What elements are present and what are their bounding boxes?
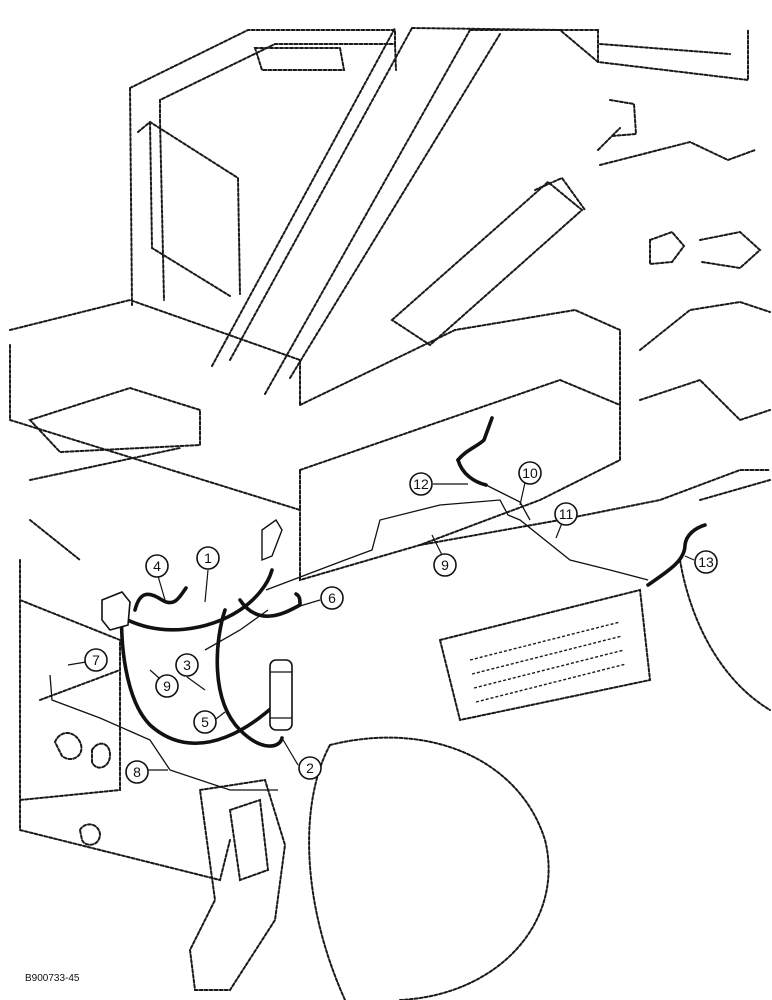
callout-label: 13 xyxy=(698,554,714,570)
accumulator xyxy=(269,659,293,731)
callout-1: 1 xyxy=(196,546,220,570)
callout-label: 3 xyxy=(183,657,191,673)
callout-2: 2 xyxy=(298,756,322,780)
callout-12: 12 xyxy=(409,472,433,496)
callout-6: 6 xyxy=(320,586,344,610)
callout-7: 7 xyxy=(84,648,108,672)
machine-outline xyxy=(9,27,771,1000)
callout-label: 5 xyxy=(201,714,209,730)
callout-9b: 9 xyxy=(433,553,457,577)
callout-label: 4 xyxy=(153,558,161,574)
callout-13: 13 xyxy=(694,550,718,574)
callout-9a: 9 xyxy=(155,674,179,698)
valve-block xyxy=(101,518,283,631)
callout-label: 8 xyxy=(133,764,141,780)
callout-label: 12 xyxy=(413,476,429,492)
figure-reference-code: B900733-45 xyxy=(25,973,80,984)
callout-label: 10 xyxy=(522,465,538,481)
callout-label: 11 xyxy=(559,506,574,522)
callout-5: 5 xyxy=(193,710,217,734)
callout-8: 8 xyxy=(125,760,149,784)
callout-4: 4 xyxy=(145,554,169,578)
callout-label: 7 xyxy=(92,652,100,668)
callout-11: 11 xyxy=(554,502,578,526)
steel-tubes xyxy=(49,484,649,791)
callout-3: 3 xyxy=(175,653,199,677)
callout-label: 9 xyxy=(441,557,449,573)
callout-label: 9 xyxy=(163,678,171,694)
callout-10: 10 xyxy=(518,461,542,485)
hoses xyxy=(116,416,707,748)
callout-label: 2 xyxy=(306,760,314,776)
callout-label: 1 xyxy=(204,550,212,566)
callout-label: 6 xyxy=(328,590,336,606)
